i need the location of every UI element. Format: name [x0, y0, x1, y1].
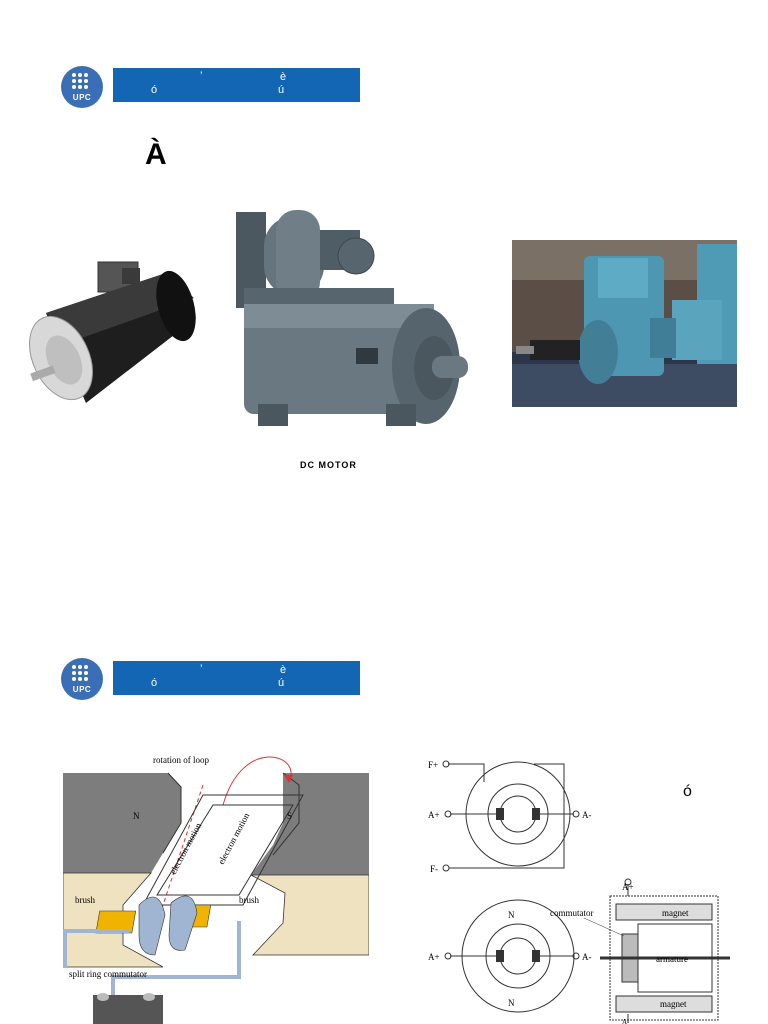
header-text-2b: ú — [278, 677, 285, 689]
logo-dots-icon — [72, 665, 92, 681]
header-text-2a: ó — [151, 677, 158, 689]
a-plus-bottom-label: A+ — [428, 952, 440, 962]
header-text-2b: ú — [278, 84, 285, 96]
pole-n-bottom-label: N — [508, 998, 515, 1008]
small-black-motor-image — [29, 261, 196, 403]
magnet-top-label: magnet — [662, 908, 689, 918]
header-text-1a: ’ — [200, 663, 203, 675]
header-bar: ’ è ó ú — [113, 68, 360, 102]
pole-n-top-label: N — [508, 910, 515, 920]
logo-dots-icon — [72, 73, 92, 89]
f-plus-label: F+ — [428, 760, 438, 770]
a-plus-top-label: A+ — [428, 810, 440, 820]
header-bar-2: ’ è ó ú — [113, 661, 360, 695]
pole-s-label: S — [287, 811, 292, 821]
upc-logo-2: UPC — [61, 658, 103, 700]
dc-motor-caption: DC MOTOR — [300, 460, 357, 470]
loop-commutator-diagram: rotation of loop N S electron motion ele… — [63, 755, 369, 1024]
brush-right-label: brush — [239, 895, 259, 905]
blue-motors-photo — [512, 240, 737, 407]
upc-logo: UPC — [61, 66, 103, 108]
magnet-bottom-label: magnet — [660, 999, 687, 1009]
motor-wiring-diagram: F+ A+ A- F- A+ A- N N commutator A+ magn… — [428, 760, 730, 1024]
dc-motor-image — [236, 210, 468, 426]
armature-label: armature — [656, 954, 688, 964]
logo-text: UPC — [72, 93, 92, 102]
header-text-1b: è — [280, 71, 287, 83]
brush-left-label: brush — [75, 895, 95, 905]
slide-title: À — [145, 138, 167, 171]
rotation-label: rotation of loop — [153, 755, 209, 765]
header-text-2a: ó — [151, 84, 158, 96]
a-minus-top-label: A- — [582, 810, 592, 820]
commutator-label: split ring commutator — [69, 969, 147, 979]
motion-right-label: electron motion — [216, 811, 252, 866]
header-text-1a: ’ — [200, 70, 203, 82]
side-character: ó — [683, 783, 692, 800]
a-minus-bottom-label: A- — [582, 952, 592, 962]
pole-n-label: N — [133, 811, 140, 821]
f-minus-label: F- — [430, 864, 438, 874]
logo-text: UPC — [72, 685, 92, 694]
header-text-1b: è — [280, 664, 287, 676]
a-minus-side-label: A- — [622, 1018, 630, 1024]
a-plus-side-label: A+ — [622, 882, 634, 892]
commutator-wiring-label: commutator — [550, 908, 594, 918]
